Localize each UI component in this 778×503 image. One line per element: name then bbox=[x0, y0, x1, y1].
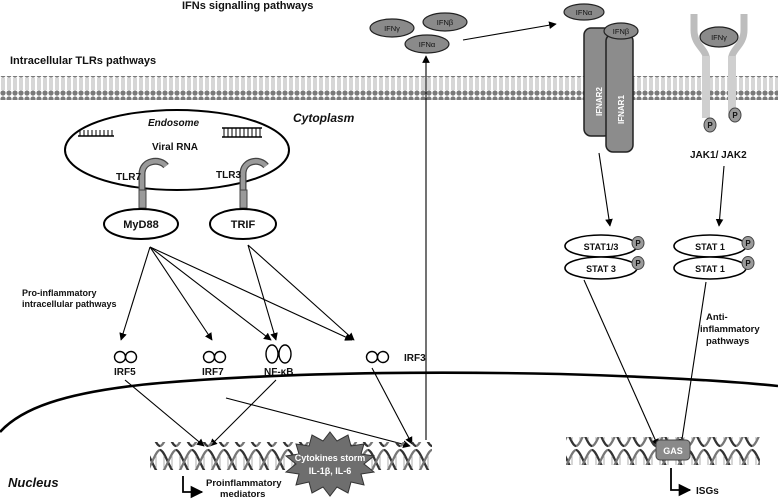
jak-phospho-right-label: P bbox=[732, 111, 738, 120]
arrow-nfkb-dna bbox=[209, 379, 277, 447]
nfkb-icon bbox=[265, 344, 292, 364]
ifngr-receptor-icon bbox=[690, 14, 748, 118]
irf5-label: IRF5 bbox=[114, 367, 136, 378]
arrow-ifnar-stat bbox=[598, 152, 613, 227]
stat13-phospho-label: P bbox=[635, 239, 641, 248]
adaptor-arrows bbox=[119, 244, 355, 341]
stat1-top-label: STAT 1 bbox=[695, 242, 725, 252]
ifnar1-receptor bbox=[605, 33, 634, 153]
cell-membrane bbox=[0, 76, 778, 100]
ifn-alpha-label: IFNα bbox=[419, 40, 436, 49]
stat13-complex: STAT1/3 STAT 3 P P bbox=[564, 234, 645, 280]
anti-label-1: Anti- bbox=[706, 312, 728, 323]
arrow-irf3-dna bbox=[371, 367, 413, 445]
cytokines-storm-label: Cytokines storm bbox=[295, 453, 366, 463]
stat3-phospho-label: P bbox=[635, 259, 641, 268]
jak-phospho-right-icon bbox=[728, 107, 742, 123]
ifn-alpha-node bbox=[404, 34, 450, 54]
irf7-icon bbox=[202, 350, 227, 364]
ifn-title: IFNs signalling pathways bbox=[182, 0, 313, 12]
rna-strand-left-icon bbox=[78, 130, 114, 137]
stat1-bottom-phospho-icon bbox=[741, 256, 755, 270]
arrow-trif-nfkb bbox=[247, 244, 278, 341]
stat1-top-phospho-label: P bbox=[745, 239, 751, 248]
irf3-icon bbox=[365, 350, 390, 364]
stat1-bottom-phospho-label: P bbox=[745, 259, 751, 268]
gas-element bbox=[655, 439, 691, 461]
ifn-beta-bound-label: IFNβ bbox=[613, 27, 630, 36]
stat13-label: STAT1/3 bbox=[584, 242, 619, 252]
tlr3-receptor-icon bbox=[239, 157, 269, 209]
myd88-node bbox=[103, 208, 179, 240]
nucleus-label: Nucleus bbox=[8, 475, 59, 490]
stat1-complex: STAT 1 STAT 1 P P bbox=[673, 234, 755, 280]
pro-inflammatory-label: Pro-inflammatory bbox=[22, 288, 97, 298]
anti-label-2: inflammatory bbox=[700, 324, 760, 335]
gas-label: GAS bbox=[663, 446, 683, 456]
ifn-secreted-group: IFNγ IFNβ IFNα bbox=[369, 12, 468, 54]
arrow-myd88-irf5 bbox=[119, 246, 151, 341]
jak-label: JAK1/ JAK2 bbox=[690, 150, 747, 161]
ifn-gamma-node bbox=[369, 18, 415, 38]
rna-strand-right-icon bbox=[222, 127, 262, 138]
nfkb-label: NF-κB bbox=[264, 367, 293, 378]
ifn-gamma-label: IFNγ bbox=[384, 24, 400, 33]
trif-node bbox=[209, 208, 277, 240]
ifnar1-label: IFNAR1 bbox=[617, 95, 626, 124]
endosome bbox=[64, 109, 290, 191]
arrow-myd88-nfkb bbox=[149, 246, 272, 341]
ifn-gamma-bound-node bbox=[699, 26, 739, 48]
endosome-label: Endosome bbox=[148, 118, 200, 129]
jak-phospho-left-label: P bbox=[707, 121, 713, 130]
cytoplasm-label: Cytoplasm bbox=[293, 111, 355, 125]
isgs-label: ISGs bbox=[696, 486, 719, 497]
tlr7-label: TLR7 bbox=[116, 172, 141, 183]
arrow-proinflammatory bbox=[182, 476, 204, 499]
arrow-myd88-irf7 bbox=[149, 246, 213, 341]
ifn-beta-bound-node bbox=[603, 22, 639, 40]
jak-phospho-left-icon bbox=[703, 117, 717, 133]
ifn-beta-node bbox=[422, 12, 468, 32]
intracellular-pathways-label: intracellular pathways bbox=[22, 299, 117, 309]
anti-label-3: pathways bbox=[706, 336, 749, 347]
viral-rna-label: Viral RNA bbox=[152, 142, 198, 153]
stat1-bottom-label: STAT 1 bbox=[695, 264, 725, 274]
arrow-isgs bbox=[670, 468, 692, 497]
arrow-stat1-gas bbox=[678, 281, 707, 447]
ifn-beta-label: IFNβ bbox=[437, 18, 454, 27]
ifnar2-label: IFNAR2 bbox=[595, 87, 604, 116]
tlr7-receptor-icon bbox=[138, 157, 169, 209]
arrow-trif-irf3 bbox=[247, 244, 355, 341]
stat13-phospho-icon bbox=[631, 236, 645, 250]
irf3-label: IRF3 bbox=[404, 353, 426, 364]
arrow-ifn-to-receptors bbox=[462, 21, 557, 41]
tlr-title: Intracellular TLRs pathways bbox=[10, 55, 156, 67]
stat3-phospho-icon bbox=[631, 256, 645, 270]
arrow-irf5-dna bbox=[124, 379, 205, 447]
irf5-icon bbox=[113, 350, 138, 364]
cytokines-storm-burst bbox=[284, 431, 376, 497]
mediators-label: mediators bbox=[220, 489, 265, 500]
cytokines-list-label: IL-1β, IL-6 bbox=[309, 466, 352, 476]
irf7-label: IRF7 bbox=[202, 367, 224, 378]
ifn-alpha-bound-node bbox=[563, 3, 605, 21]
stat3-label: STAT 3 bbox=[586, 264, 616, 274]
trif-label: TRIF bbox=[231, 219, 256, 231]
ifn-alpha-bound-label: IFNα bbox=[576, 8, 593, 17]
arrow-irf7-dna bbox=[225, 397, 411, 448]
arrow-myd88-irf3 bbox=[149, 246, 353, 341]
myd88-label: MyD88 bbox=[123, 219, 158, 231]
arrow-stat13-gas bbox=[583, 279, 659, 447]
tlr3-label: TLR3 bbox=[216, 170, 241, 181]
proinflammatory-label: Proinflammatory bbox=[206, 478, 282, 489]
stat1-top-phospho-icon bbox=[741, 236, 755, 250]
nuclear-membrane bbox=[0, 371, 778, 433]
arrow-jak-stat bbox=[715, 165, 725, 227]
nuclear-arrows bbox=[124, 367, 413, 448]
ifn-gamma-bound-label: IFNγ bbox=[711, 33, 727, 42]
